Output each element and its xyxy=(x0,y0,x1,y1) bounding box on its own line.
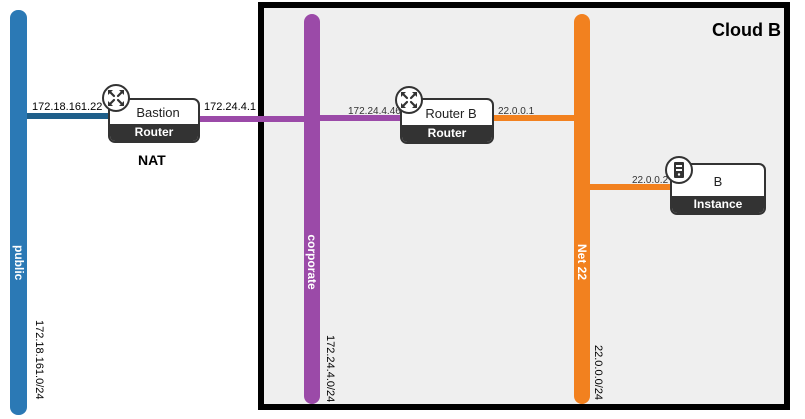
router-icon xyxy=(395,86,423,114)
routerb-net22-link xyxy=(492,115,576,121)
instance-b-type: Instance xyxy=(672,196,764,213)
corporate-network-bus[interactable] xyxy=(304,14,320,404)
router-icon xyxy=(102,84,130,112)
bastion-public-link xyxy=(27,113,110,119)
bastion-router-name: Bastion xyxy=(136,105,180,120)
bastion-corporate-ip: 172.24.4.1 xyxy=(204,101,256,113)
corporate-network-cidr: 172.24.4.0/24 xyxy=(324,335,336,403)
instance-net22-ip: 22.0.0.2 xyxy=(632,175,669,186)
public-network-label: public xyxy=(12,245,26,281)
instance-b-name: B xyxy=(713,174,723,189)
routerb-corporate-ip: 172.24.4.46 xyxy=(348,106,401,117)
net22-network-cidr: 22.0.0.0/24 xyxy=(592,345,604,401)
server-icon xyxy=(665,156,693,184)
net22-network-bus[interactable] xyxy=(574,14,590,404)
bastion-corporate-link xyxy=(200,116,310,122)
routerb-net22-ip: 22.0.0.1 xyxy=(498,106,535,117)
public-network-bus[interactable] xyxy=(10,10,27,415)
cloud-b-title: Cloud B xyxy=(712,20,781,40)
corporate-network-label: corporate xyxy=(305,234,319,290)
net22-network-label: Net 22 xyxy=(575,243,589,281)
bastion-public-ip: 172.18.161.22 xyxy=(32,101,103,113)
router-b-type: Router xyxy=(402,125,492,142)
instance-net22-link xyxy=(588,184,672,190)
routerb-corporate-link xyxy=(318,115,404,121)
router-b-name: Router B xyxy=(425,106,477,121)
public-network-cidr: 172.18.161.0/24 xyxy=(33,320,45,400)
bastion-nat-label: NAT xyxy=(138,152,166,168)
bastion-router-type: Router xyxy=(110,124,198,141)
